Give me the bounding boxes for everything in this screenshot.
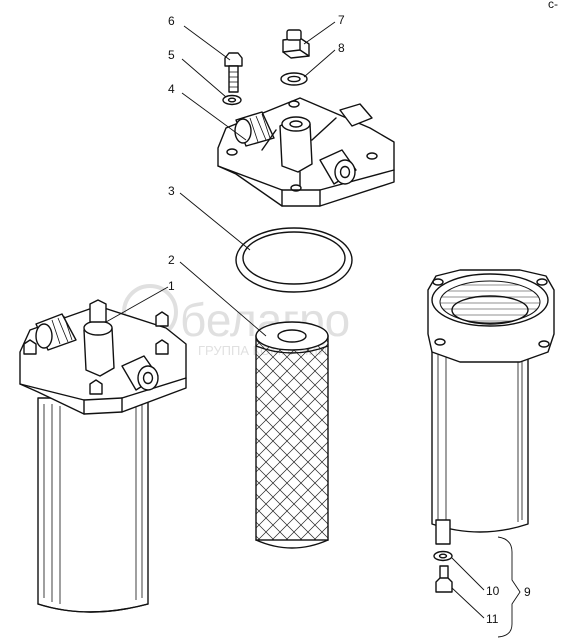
leader-1 (105, 286, 169, 323)
callout-7: 7 (338, 13, 345, 27)
part-9-bowl (427, 269, 555, 545)
leader-10 (451, 557, 485, 591)
leader-2 (179, 261, 267, 337)
callout-11: 11 (486, 612, 499, 626)
callout-2: 2 (168, 253, 175, 267)
part-1-filter-assembly (19, 299, 187, 613)
callout-8: 8 (338, 41, 345, 55)
part-8-washer (280, 72, 308, 86)
callout-labels: 6 5 4 7 8 3 2 1 9 10 11 (168, 13, 531, 626)
leader-5 (181, 58, 227, 98)
leader-9-bracket (497, 536, 521, 638)
callout-4: 4 (168, 82, 175, 96)
leader-8 (303, 49, 336, 78)
leader-11 (451, 587, 485, 619)
part-7-plug (282, 29, 310, 59)
callout-9: 9 (524, 585, 531, 599)
leader-lines (105, 21, 521, 638)
part-6-bolt (224, 52, 243, 93)
callout-1: 1 (168, 279, 175, 293)
corner-mark: c- (548, 0, 558, 11)
callout-5: 5 (168, 48, 175, 62)
leader-7 (303, 21, 336, 45)
leader-6 (183, 25, 231, 61)
part-2-filter-element (255, 321, 329, 549)
part-11-drain-plug (435, 565, 453, 593)
callout-6: 6 (168, 14, 175, 28)
callout-10: 10 (486, 584, 500, 598)
callout-3: 3 (168, 184, 175, 198)
leader-4 (181, 92, 247, 141)
part-10-washer (433, 550, 453, 562)
part-4-filter-head (217, 97, 395, 207)
part-5-washer (222, 94, 242, 106)
leader-3 (179, 192, 251, 251)
part-3-sealing-ring (235, 227, 353, 293)
